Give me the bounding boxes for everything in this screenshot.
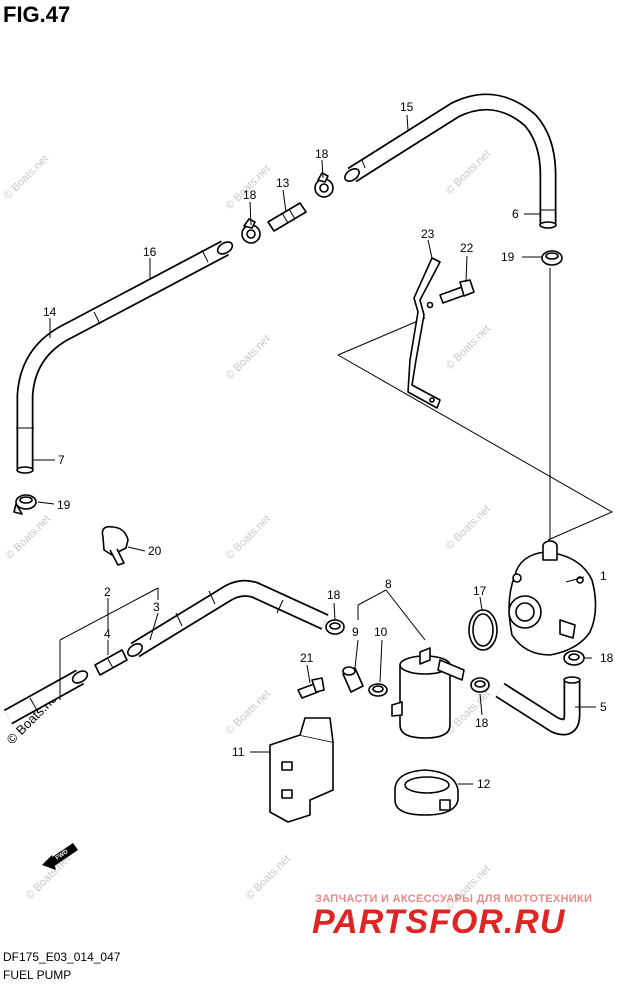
bracket-23 bbox=[407, 257, 441, 409]
callout-18-lower: 18 bbox=[475, 716, 489, 730]
callout-14: 14 bbox=[43, 305, 57, 319]
callout-labels: 1 2 3 4 5 6 7 8 9 10 11 12 13 14 15 16 1… bbox=[43, 100, 614, 791]
watermark: © Boats.net bbox=[224, 513, 273, 562]
joint-4 bbox=[94, 649, 128, 676]
callout-6: 6 bbox=[512, 207, 519, 221]
watermark: © Boats.net bbox=[224, 688, 273, 737]
callout-19-right: 19 bbox=[501, 250, 515, 264]
watermark: © Boats.net bbox=[224, 333, 273, 382]
callout-18-top-left: 18 bbox=[243, 188, 257, 202]
bolt-21 bbox=[297, 677, 325, 699]
callout-10: 10 bbox=[374, 625, 388, 639]
fuel-pump-1 bbox=[508, 540, 597, 656]
bracket-11 bbox=[269, 717, 334, 823]
callout-15: 15 bbox=[400, 100, 414, 114]
callout-23: 23 bbox=[421, 227, 435, 241]
hose-5 bbox=[495, 676, 581, 736]
callout-5: 5 bbox=[600, 700, 607, 714]
callout-22: 22 bbox=[460, 241, 474, 255]
callout-4: 4 bbox=[104, 627, 111, 641]
figure-title: FIG.47 bbox=[3, 2, 71, 27]
callout-11: 11 bbox=[232, 745, 245, 759]
clip-20 bbox=[101, 525, 129, 566]
hose-2 bbox=[3, 669, 89, 725]
watermark: © Boats.net bbox=[444, 503, 493, 552]
clamp-10 bbox=[368, 683, 388, 697]
figure-name: FUEL PUMP bbox=[3, 968, 72, 982]
callout-12: 12 bbox=[477, 777, 491, 791]
callout-20: 20 bbox=[148, 544, 162, 558]
clamp-19-right bbox=[541, 250, 563, 266]
watermark: © Boats.net bbox=[444, 323, 493, 372]
callout-21: 21 bbox=[300, 651, 314, 665]
joint-9 bbox=[342, 666, 364, 693]
callout-8: 8 bbox=[385, 577, 392, 591]
callout-19-left: 19 bbox=[57, 498, 71, 512]
mounting-plane-outline bbox=[337, 317, 614, 541]
figure-code: DF175_E03_014_047 bbox=[3, 950, 121, 964]
clamp-18-pump bbox=[563, 650, 585, 666]
hose-15 bbox=[344, 93, 557, 229]
watermark: © Boats.net bbox=[444, 148, 493, 197]
callout-2: 2 bbox=[104, 585, 111, 599]
callout-18-top-right: 18 bbox=[315, 147, 329, 161]
callout-17: 17 bbox=[473, 584, 487, 598]
joint-13 bbox=[267, 202, 307, 232]
ad-tagline: ЗАПЧАСТИ И АКСЕССУАРЫ ДЛЯ МОТОТЕХНИКИ bbox=[315, 893, 593, 905]
callout-18-pump: 18 bbox=[600, 651, 614, 665]
callout-9: 9 bbox=[352, 625, 359, 639]
ad-logo: PARTSFOR.RU bbox=[312, 903, 566, 941]
leader-lines bbox=[33, 114, 596, 785]
hose-16 bbox=[16, 240, 234, 474]
callout-16: 16 bbox=[143, 245, 157, 259]
watermark: © Boats.net bbox=[244, 853, 293, 902]
clamp-18-lower bbox=[470, 677, 490, 693]
clamp-19-left bbox=[13, 494, 37, 515]
fwd-marker: FWD bbox=[42, 843, 78, 870]
watermark: © Boats.net bbox=[4, 513, 53, 562]
callout-3: 3 bbox=[153, 600, 160, 614]
hose-3 bbox=[127, 579, 329, 658]
callout-18-filter: 18 bbox=[327, 588, 341, 602]
callout-13: 13 bbox=[276, 176, 290, 190]
clamp-18-filter bbox=[325, 619, 345, 635]
clamp-12 bbox=[394, 769, 459, 816]
fuel-filter-8 bbox=[391, 647, 465, 739]
callout-1: 1 bbox=[600, 569, 607, 583]
clamp-18-top-right bbox=[314, 172, 334, 198]
watermark: © Boats.net bbox=[2, 153, 51, 202]
callout-7: 7 bbox=[58, 453, 65, 467]
bolt-22 bbox=[439, 279, 475, 304]
